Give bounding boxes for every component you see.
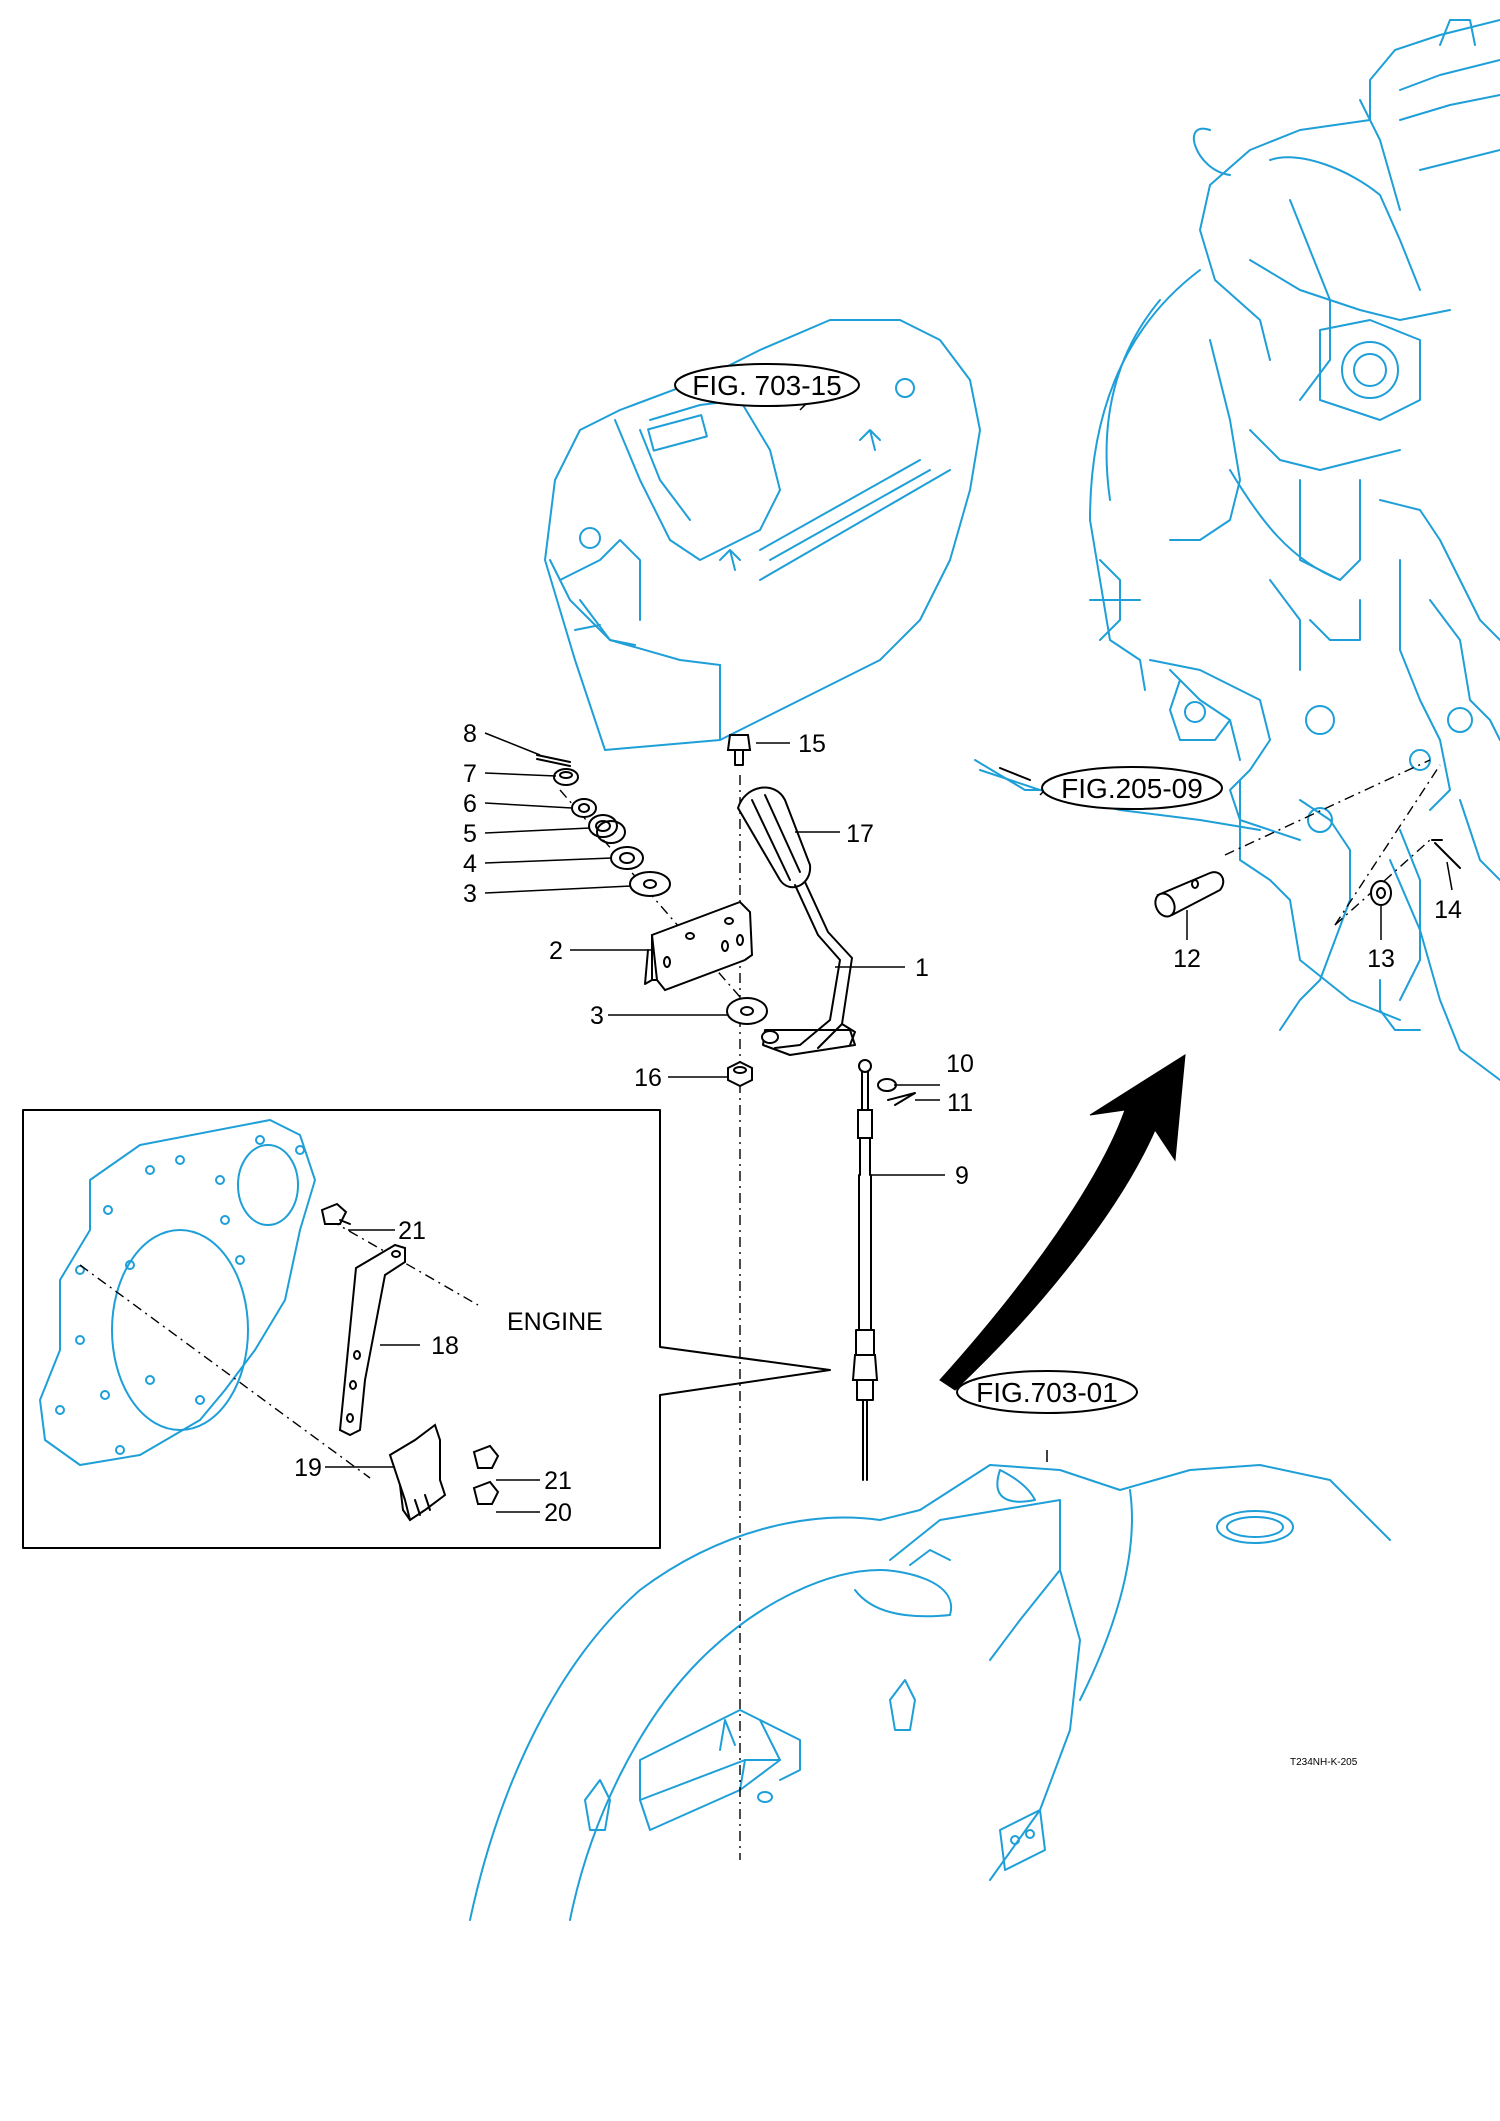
callout-3-bottom: 3	[590, 1002, 604, 1030]
callout-11: 11	[947, 1089, 973, 1117]
engine-label: ENGINE	[507, 1308, 603, 1336]
callout-20: 20	[544, 1499, 572, 1527]
callout-numbers: 8 7 6 5 4 3 2 3 16 15 17 1 10 11 9 12 13…	[294, 720, 1462, 1527]
fig-703-01-reference: FIG.703-01	[956, 1370, 1138, 1414]
callout-1: 1	[915, 954, 929, 982]
callout-13: 13	[1367, 945, 1395, 973]
callout-19: 19	[294, 1454, 322, 1482]
callout-4: 4	[463, 850, 477, 878]
callout-12: 12	[1173, 945, 1201, 973]
fig-703-15-reference: FIG. 703-15	[674, 363, 860, 407]
leader-lines	[325, 399, 1453, 1513]
callout-18: 18	[431, 1332, 459, 1360]
callout-14: 14	[1434, 896, 1462, 924]
console-reference-drawing	[544, 319, 981, 751]
callout-6: 6	[463, 790, 477, 818]
callout-5: 5	[463, 820, 477, 848]
engine-reference-drawing	[979, 19, 1500, 1081]
fig-205-09-reference: FIG.205-09	[1041, 766, 1223, 810]
callout-9: 9	[955, 1162, 969, 1190]
callout-21-top: 21	[398, 1217, 426, 1245]
callout-17: 17	[846, 820, 874, 848]
fender-reference-drawing	[469, 1464, 1391, 1921]
callout-7: 7	[463, 760, 477, 788]
callout-8: 8	[463, 720, 477, 748]
inset-detail-box	[22, 1109, 831, 1549]
exploded-parts	[536, 734, 1461, 1860]
callout-16: 16	[634, 1064, 662, 1092]
drawing-code: T234NH-K-205	[1290, 1757, 1358, 1768]
callout-2: 2	[549, 937, 563, 965]
fig-703-01-label: FIG.703-01	[976, 1377, 1118, 1408]
callout-15: 15	[798, 730, 826, 758]
callout-3-top: 3	[463, 880, 477, 908]
fig-205-09-label: FIG.205-09	[1061, 773, 1203, 804]
fig-703-15-label: FIG. 703-15	[692, 370, 841, 401]
callout-21-bottom: 21	[544, 1467, 572, 1495]
callout-10: 10	[946, 1050, 974, 1078]
